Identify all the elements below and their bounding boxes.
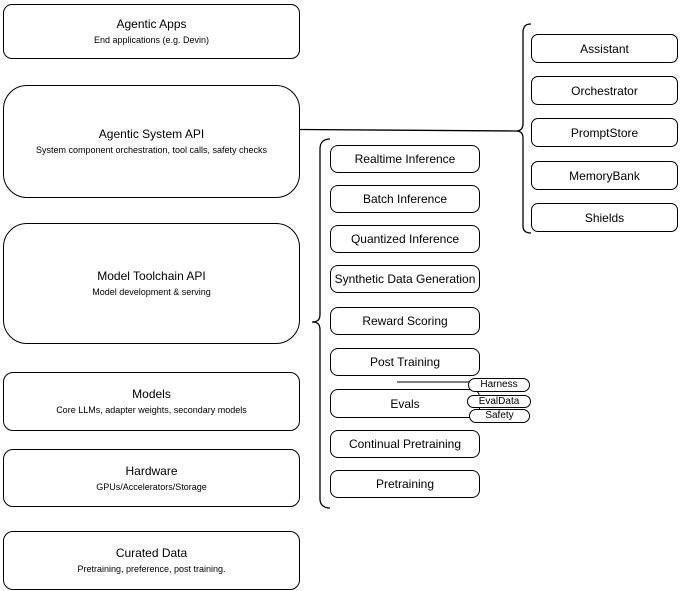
node-continual-pretraining: Continual Pretraining	[330, 430, 480, 458]
node-subtitle: Pretraining, preference, post training.	[77, 564, 226, 574]
node-hardware: Hardware GPUs/Accelerators/Storage	[3, 449, 300, 507]
node-agentic-apps: Agentic Apps End applications (e.g. Devi…	[3, 4, 300, 59]
system-api-connector-line	[299, 128, 517, 132]
tag-harness: Harness	[468, 378, 530, 392]
node-title: Model Toolchain API	[97, 269, 206, 283]
node-agentic-system-api: Agentic System API System component orch…	[3, 85, 300, 198]
node-synthetic-data-generation: Synthetic Data Generation	[330, 265, 480, 293]
node-post-training: Post Training	[330, 348, 480, 376]
tag-evaldata: EvalData	[467, 395, 531, 408]
node-batch-inference: Batch Inference	[330, 185, 480, 213]
node-title: Hardware	[125, 463, 178, 478]
node-model-toolchain-api: Model Toolchain API Model development & …	[3, 223, 300, 344]
node-title: Agentic System API	[98, 127, 205, 141]
node-shields: Shields	[531, 203, 678, 232]
node-title: Agentic Apps	[116, 17, 187, 31]
system-group-brace	[515, 23, 532, 234]
node-title: Models	[132, 387, 171, 401]
node-subtitle: System component orchestration, tool cal…	[35, 145, 268, 155]
node-evals: Evals	[330, 389, 480, 418]
node-pretraining: Pretraining	[330, 470, 480, 498]
node-realtime-inference: Realtime Inference	[330, 145, 480, 173]
node-orchestrator: Orchestrator	[531, 76, 678, 105]
tag-safety: Safety	[469, 409, 530, 423]
node-assistant: Assistant	[531, 34, 678, 63]
node-models: Models Core LLMs, adapter weights, secon…	[3, 372, 300, 431]
node-subtitle: GPUs/Accelerators/Storage	[96, 481, 207, 492]
toolchain-group-brace	[311, 138, 331, 509]
node-memorybank: MemoryBank	[531, 161, 678, 190]
node-reward-scoring: Reward Scoring	[330, 307, 480, 335]
node-subtitle: Model development & serving	[92, 287, 211, 297]
node-curated-data: Curated Data Pretraining, preference, po…	[3, 531, 300, 590]
node-title: Curated Data	[115, 546, 188, 560]
node-subtitle: Core LLMs, adapter weights, secondary mo…	[56, 405, 247, 415]
node-subtitle: End applications (e.g. Devin)	[93, 35, 210, 45]
node-promptstore: PromptStore	[531, 118, 678, 147]
node-quantized-inference: Quantized Inference	[330, 225, 480, 253]
